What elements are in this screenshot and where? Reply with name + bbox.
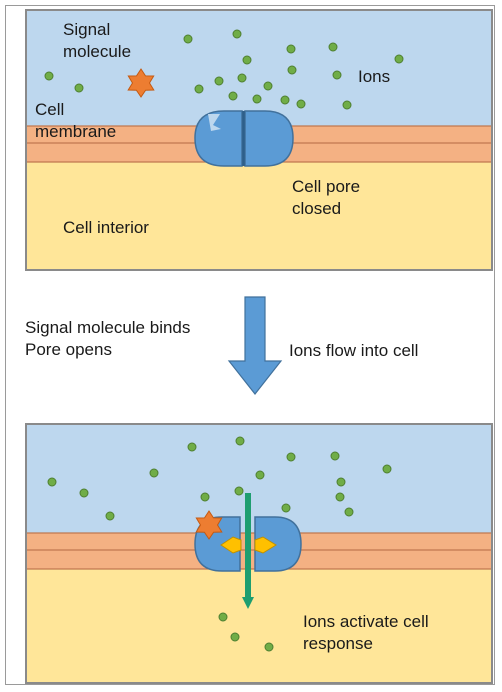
active-site-left <box>220 536 242 554</box>
top-panel-drawing <box>27 11 491 269</box>
ions-activate-label-line2: response <box>303 634 373 653</box>
cell-interior-label: Cell interior <box>63 218 149 237</box>
cell-pore-label-line2: closed <box>292 199 342 218</box>
signal-molecule-star <box>127 68 155 98</box>
figure-frame: Signal molecule Ions Cell membrane Cell … <box>5 5 495 685</box>
ions-group <box>47 436 392 521</box>
closed-pore <box>194 110 294 167</box>
signal-binds-label-line1: Signal molecule binds <box>25 318 191 337</box>
bottom-panel-drawing <box>27 425 491 682</box>
bound-signal-molecule-star <box>195 510 223 540</box>
ions-group <box>44 29 404 110</box>
cell-interior-region <box>27 569 491 682</box>
ions-activate-label: Ions activate cell response <box>303 611 429 655</box>
ions-label: Ions <box>358 67 391 86</box>
signal-molecule-label-line2: molecule <box>63 42 132 61</box>
cell-interior-region <box>27 162 491 269</box>
transition-arrow <box>227 296 283 395</box>
cell-pore-closed-label: Cell pore closed <box>292 176 360 220</box>
cell-membrane-label-line1: Cell <box>35 100 65 119</box>
binding-site-notch <box>208 114 221 131</box>
cell-membrane-label-line2: membrane <box>35 122 117 141</box>
signal-molecule-label: Signal molecule <box>63 19 131 63</box>
signal-binds-label-line2: Pore opens <box>25 340 112 359</box>
active-site-right <box>254 536 277 554</box>
down-arrow-icon <box>227 296 283 395</box>
cell-membrane-label: Cell membrane <box>35 99 116 143</box>
ion-flow-arrow <box>242 493 254 609</box>
signal-molecule-label-line1: Signal <box>63 20 111 39</box>
signal-binds-label: Signal molecule binds Pore opens <box>25 317 190 361</box>
ions-flow-label: Ions flow into cell <box>289 341 419 360</box>
ions-activate-label-line1: Ions activate cell <box>303 612 429 631</box>
cell-pore-label-line1: Cell pore <box>292 177 361 196</box>
bottom-panel-open-pore: Ions activate cell response <box>25 423 493 684</box>
top-panel-closed-pore: Signal molecule Ions Cell membrane Cell … <box>25 9 493 271</box>
ions-inside-group <box>218 612 274 652</box>
